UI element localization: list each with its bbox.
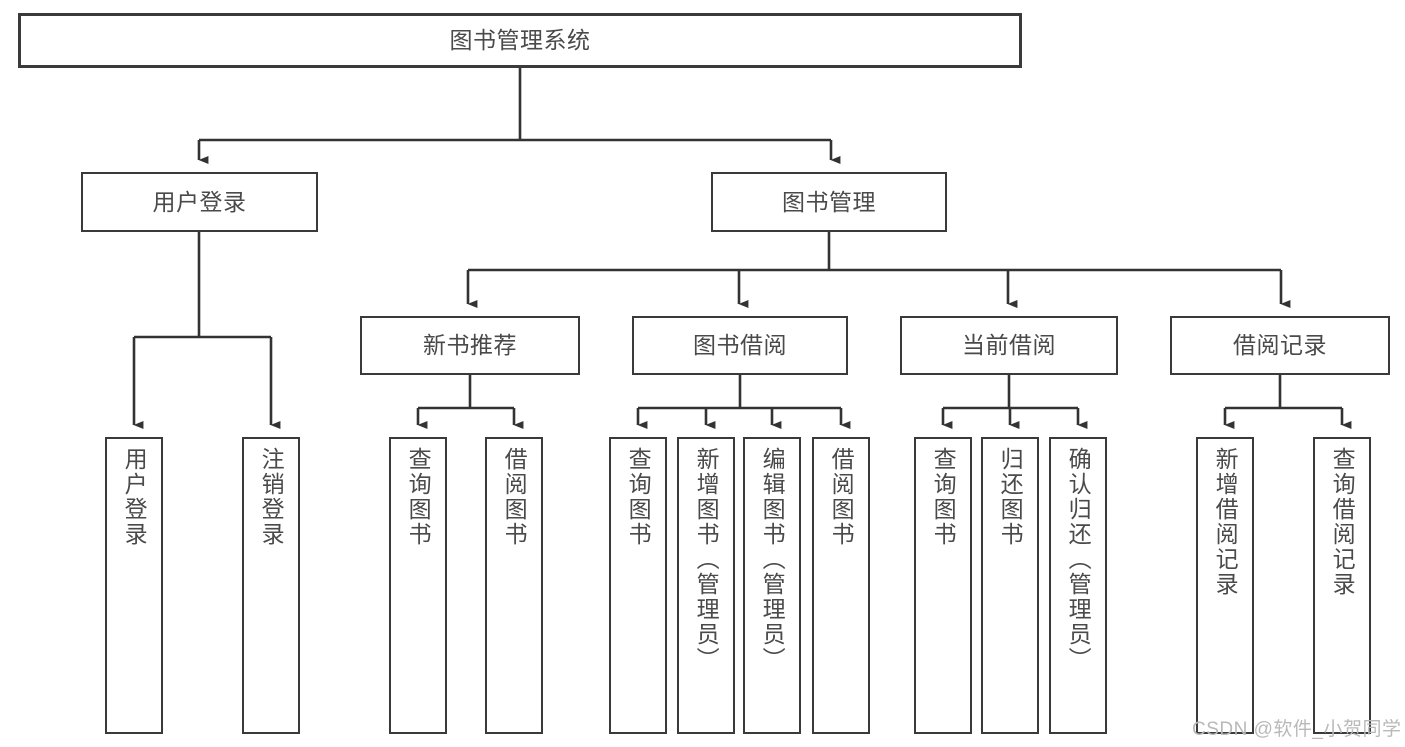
- node-leaf-confirm-return[interactable]: 确认归还（管理员）: [1049, 437, 1107, 734]
- node-book-management[interactable]: 图书管理: [711, 172, 947, 232]
- node-user-login-label: 用户登录: [152, 188, 247, 215]
- node-leaf-user-login[interactable]: 用户登录: [105, 437, 163, 734]
- node-leaf-return-book-label: 归还图书: [997, 447, 1024, 547]
- csdn-watermark: CSDN @软件_小贺同学: [1192, 719, 1402, 740]
- node-leaf-query-book-1[interactable]: 查询图书: [389, 437, 447, 734]
- node-leaf-edit-book-label: 编辑图书（管理员）: [759, 447, 786, 672]
- node-leaf-query-record-label: 查询借阅记录: [1329, 447, 1356, 597]
- node-leaf-edit-book[interactable]: 编辑图书（管理员）: [743, 437, 801, 734]
- node-leaf-query-book-3-label: 查询图书: [930, 447, 957, 547]
- node-root-label: 图书管理系统: [449, 27, 591, 54]
- node-leaf-user-login-label: 用户登录: [121, 447, 148, 547]
- node-leaf-query-book-2-label: 查询图书: [625, 447, 652, 547]
- node-book-management-label: 图书管理: [782, 188, 876, 215]
- node-leaf-borrow-book-2[interactable]: 借阅图书: [812, 437, 870, 734]
- node-user-login[interactable]: 用户登录: [81, 172, 318, 232]
- node-leaf-add-book[interactable]: 新增图书（管理员）: [677, 437, 735, 734]
- node-leaf-query-record[interactable]: 查询借阅记录: [1313, 437, 1371, 734]
- node-leaf-borrow-book-1[interactable]: 借阅图书: [485, 437, 543, 734]
- node-leaf-query-book-1-label: 查询图书: [405, 447, 432, 547]
- node-leaf-return-book[interactable]: 归还图书: [981, 437, 1039, 734]
- node-leaf-add-record-label: 新增借阅记录: [1212, 447, 1239, 597]
- node-current-borrow[interactable]: 当前借阅: [900, 316, 1118, 375]
- node-leaf-query-book-2[interactable]: 查询图书: [609, 437, 667, 734]
- node-leaf-query-book-3[interactable]: 查询图书: [914, 437, 972, 734]
- node-leaf-add-book-label: 新增图书（管理员）: [693, 447, 720, 672]
- node-root[interactable]: 图书管理系统: [18, 13, 1022, 68]
- node-new-book-recommend-label: 新书推荐: [423, 332, 517, 359]
- node-book-borrow-label: 图书借阅: [693, 332, 787, 359]
- node-new-book-recommend[interactable]: 新书推荐: [360, 316, 580, 375]
- node-borrow-record[interactable]: 借阅记录: [1170, 316, 1390, 375]
- node-book-borrow[interactable]: 图书借阅: [632, 316, 848, 375]
- node-leaf-confirm-return-label: 确认归还（管理员）: [1065, 447, 1092, 672]
- node-leaf-add-record[interactable]: 新增借阅记录: [1196, 437, 1254, 734]
- node-leaf-user-logout-label: 注销登录: [258, 447, 285, 547]
- node-leaf-user-logout[interactable]: 注销登录: [242, 437, 300, 734]
- node-leaf-borrow-book-1-label: 借阅图书: [501, 447, 528, 547]
- node-leaf-borrow-book-2-label: 借阅图书: [828, 447, 855, 547]
- node-borrow-record-label: 借阅记录: [1233, 332, 1327, 359]
- node-current-borrow-label: 当前借阅: [962, 332, 1056, 359]
